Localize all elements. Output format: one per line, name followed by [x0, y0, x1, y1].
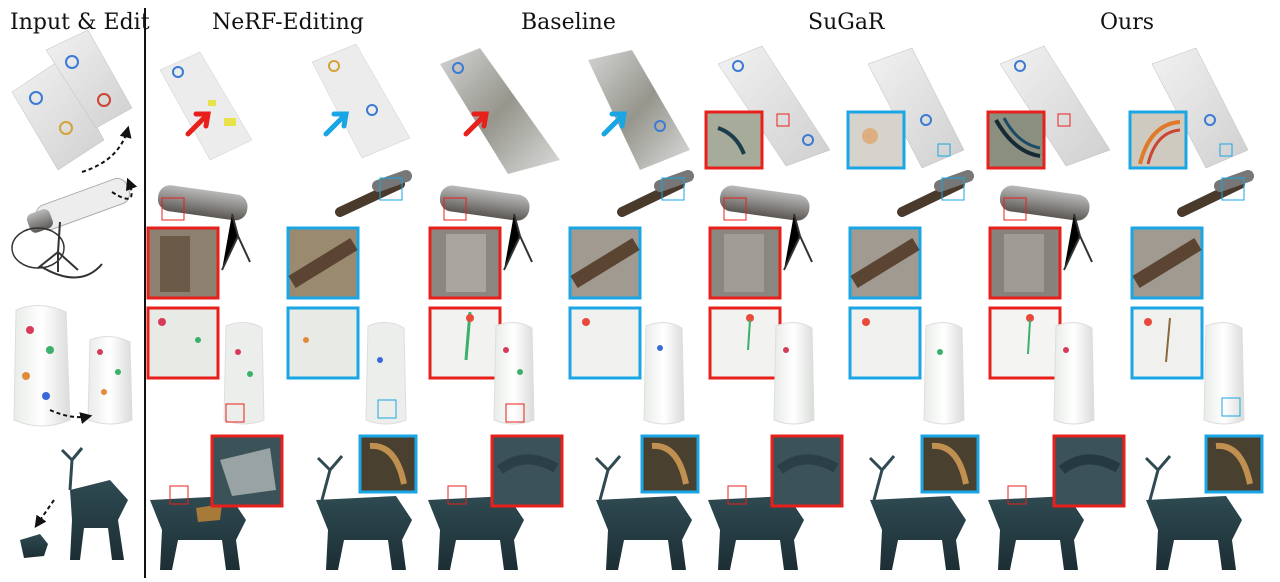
baseline-deer: [428, 434, 700, 570]
input-ribbon: [11, 29, 133, 173]
sugar-microphone: [708, 170, 974, 300]
nerf-microphone: [146, 170, 412, 300]
header-input-edit: Input & Edit: [10, 10, 150, 35]
ours-vase: [988, 306, 1245, 425]
sugar-ribbon-1: [704, 45, 831, 170]
header-sugar: SuGaR: [808, 10, 885, 35]
header-baseline: Baseline: [521, 10, 616, 35]
input-deer: [20, 447, 128, 560]
baseline-ribbon-2: [588, 50, 690, 170]
column-divider: [144, 8, 146, 578]
header-ours: Ours: [1100, 10, 1155, 35]
nerf-ribbon-1: [159, 51, 253, 161]
input-vase: [13, 305, 133, 427]
ours-deer: [988, 434, 1264, 570]
baseline-ribbon-1: [440, 48, 560, 174]
header-nerf-editing: NeRF-Editing: [212, 10, 364, 35]
ours-ribbon-2: [1128, 47, 1249, 170]
nerf-vase: [146, 306, 407, 425]
sugar-deer: [708, 434, 980, 570]
sugar-ribbon-2: [846, 47, 965, 170]
nerf-deer: [150, 434, 418, 570]
ours-microphone: [988, 170, 1254, 300]
sugar-vase: [708, 306, 965, 425]
input-microphone: [11, 177, 138, 279]
ours-ribbon-1: [986, 45, 1111, 170]
nerf-ribbon-2: [311, 43, 411, 159]
baseline-microphone: [428, 170, 694, 300]
baseline-vase: [428, 306, 685, 425]
